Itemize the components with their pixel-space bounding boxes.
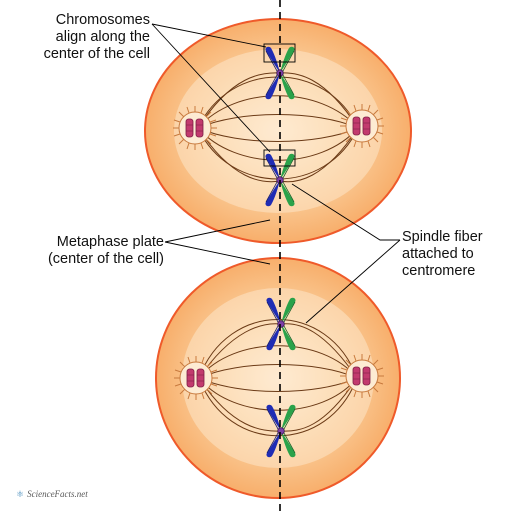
bottom-cell xyxy=(155,257,401,499)
label-line: Chromosomes xyxy=(55,12,150,28)
watermark-text: ScienceFacts.net xyxy=(27,489,88,499)
label-line: Metaphase plate xyxy=(56,234,164,250)
leader-chromosomes-upper xyxy=(151,23,267,48)
leader-spindle-upper xyxy=(291,183,400,241)
label-line: centromere xyxy=(402,263,476,279)
cell-inner-region xyxy=(174,49,382,213)
centrosome-left xyxy=(172,105,218,151)
spindle-fibers xyxy=(198,319,358,437)
label-chromosomes-align: Chromosomes align along the center of th… xyxy=(4,12,150,63)
sciencefacts-watermark: ⚛ScienceFacts.net xyxy=(16,489,88,500)
cell-inner-region xyxy=(182,288,374,468)
centrosome-right xyxy=(339,103,385,149)
leader-spindle-lower xyxy=(305,239,401,324)
label-line: (center of the cell) xyxy=(47,251,164,267)
label-line: attached to xyxy=(402,246,474,262)
centrosome-right xyxy=(339,353,385,399)
leader-plate-upper xyxy=(164,219,271,243)
label-metaphase-plate: Metaphase plate (center of the cell) xyxy=(4,234,164,268)
leader-plate-lower xyxy=(164,241,271,265)
centrosome-left xyxy=(173,355,219,401)
label-spindle-fiber: Spindle fiber attached to centromere xyxy=(402,229,514,280)
top-cell xyxy=(144,18,412,244)
atom-logo-icon: ⚛ xyxy=(16,489,25,499)
leader-chromosomes-lower xyxy=(151,23,271,153)
label-line: Spindle fiber xyxy=(402,229,483,245)
leader-lines xyxy=(151,23,401,324)
label-line: center of the cell xyxy=(43,46,150,62)
label-line: align along the xyxy=(55,29,150,45)
